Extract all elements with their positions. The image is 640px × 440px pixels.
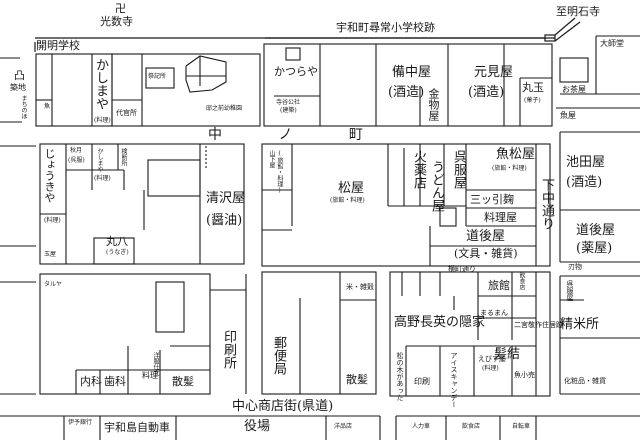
matsuya-label: 松屋 (338, 181, 365, 196)
sanpatsu-label: 散髪 (172, 375, 194, 388)
sanpatsu2-label: 散髪 (346, 373, 368, 386)
yamashitaya-sub-label: (旅館・料理) (276, 150, 283, 194)
dogoya2-sub-label: (薬屋) (576, 241, 613, 256)
marutama-sub-label: (菓子) (524, 97, 541, 104)
sairaiya-label: 祭記所 (148, 73, 167, 80)
ebisuya-label: えびす屋 (478, 355, 506, 363)
uwajima-bus-label: 宇和島自動車 (104, 421, 170, 434)
insatsu-label: 印刷 (414, 377, 430, 386)
kamiyui-label: 髪結 (494, 347, 521, 362)
sakana-label: 魚 (44, 103, 51, 110)
naika-label: 内科 (80, 375, 102, 388)
takanonagahide-label: 高野長英の隠家 (394, 315, 486, 330)
chushin-street-label: 中心商店街(県道) (232, 399, 334, 414)
meirin-school-label: 開明学校 (36, 39, 80, 52)
yubinkyoku-label: 郵便局 (271, 336, 286, 375)
kashimaya2-label: かしまや (96, 148, 103, 172)
yamashitaya-label: 山下屋 (268, 150, 275, 168)
tamaya-label: 玉屋 (44, 251, 57, 258)
bicchuya-sub-label: (酒造) (388, 85, 425, 100)
hamono-label: 刃物 (568, 263, 582, 271)
gofukuya-label: 呉服屋 (451, 150, 466, 189)
yakuba-label: 役場 (244, 419, 271, 434)
ryoriya-label: 料理屋 (484, 211, 517, 224)
keichi-label: 築地 (10, 83, 26, 92)
ryori-label: 料理 (142, 371, 158, 380)
bicchuya-label: 備中屋 (392, 65, 432, 80)
genkenya-sub-label: (酒造) (468, 85, 505, 100)
keshohin-label: 化粧品・雑貨 (564, 377, 606, 385)
dogoya2-label: 道後屋 (576, 223, 616, 238)
temple-manji-symbol: 卍 (115, 2, 126, 15)
taruya-label: タルヤ (44, 281, 63, 288)
uomatsuya-label: 魚松屋 (496, 147, 536, 162)
nakanocho-road-label: 中 ノ 町 (208, 127, 389, 143)
pine-tree-note-label: 松の木があった (396, 352, 404, 401)
jitensha-label: 自転車 (512, 423, 531, 430)
mitsuyakoji-label: 三ッ引麹 (470, 193, 514, 206)
matsuya-sub-label: (旅館・料理) (330, 197, 365, 204)
daishido-label: 大師堂 (600, 39, 624, 48)
akitsuki-sub-label: (呉服) (68, 157, 85, 164)
castle-mark-icon: 凸 (14, 69, 25, 82)
seitakuya-label: 清沢屋 (206, 191, 246, 206)
keichi-sub-label: まちのほ (20, 95, 27, 119)
north-blocks (0, 35, 640, 127)
kindergarten-label: 邸之前幼稚園 (206, 105, 243, 112)
uomatsuya-sub-label: (旅館・料理) (492, 165, 527, 172)
maruhachi-label: 丸八 (106, 235, 128, 248)
kousuji-temple-label: 光数寺 (100, 15, 133, 28)
kayakuten-label: 火薬店 (411, 150, 426, 189)
dogoya-label: 道後屋 (466, 229, 506, 244)
genkenya-label: 元見屋 (474, 65, 514, 80)
teratani-sub-label: (建築) (280, 107, 297, 114)
marumasa-label: まるまん (480, 309, 508, 317)
shimonaka-dori-label: 下中通り (539, 178, 554, 230)
shika-label: 歯科 (104, 375, 126, 388)
bottom-row (0, 415, 640, 440)
akitsuki-label: 秋月 (70, 147, 83, 154)
kome-zakka-label: 米・雑穀 (346, 283, 374, 291)
insatsujo-label: 印刷所 (221, 330, 236, 369)
sawaya-label: 洋品店 (334, 423, 353, 430)
meiseki-temple-label: 至明石寺 (556, 5, 600, 18)
south-blocks (0, 271, 640, 397)
yokomachi-dori-label: 横町通り (448, 265, 476, 273)
udonya-label: うどん屋 (429, 160, 444, 212)
ryofuku-label: 洋服仕立 (152, 352, 159, 376)
ice-candy-label: アイスキャンデー (450, 352, 458, 408)
kimono-shop-label: 呉服屋 (566, 280, 574, 301)
marutama-label: 丸玉 (522, 81, 544, 94)
seimaisho-label: 精米所 (560, 317, 600, 332)
ikedaya-sub-label: (酒造) (566, 175, 603, 190)
dogoya-sub-label: (文具・雑貨) (454, 247, 518, 260)
middle-blocks (0, 131, 640, 267)
inshokuten-label: 飲食店 (518, 272, 525, 290)
maruhachi-sub-label: (うなぎ) (106, 249, 129, 256)
ikedaya-label: 池田屋 (566, 155, 606, 170)
jinrikisha-label: 人力車 (412, 423, 431, 430)
school-site-outline (34, 17, 581, 52)
jiyokiya-label: じょうきや (43, 148, 56, 203)
inshokuten2-label: 飲食店 (462, 423, 481, 430)
school-site-label: 宇和町尋常小学校跡 (336, 21, 435, 34)
kanamonoya-label: 金物屋 (427, 88, 440, 121)
kashimaya2-sub-label: (料理) (94, 175, 111, 182)
ryokan-label: 旅館 (488, 279, 510, 292)
iyo-bank-label: 伊予銀行 (68, 419, 93, 426)
daikansho-label: 代官所 (116, 109, 137, 117)
ninomiya-site-label: 二宮敬作住居跡 (514, 321, 563, 329)
seitakuya-sub-label: (醤油) (206, 213, 243, 228)
uonya-label: 魚小売 (514, 371, 535, 379)
omise-label: お茶屋 (562, 85, 586, 94)
jiyokiya-sub-label: (料理) (44, 217, 61, 224)
kashimaya-sub-label: (料理) (94, 117, 111, 124)
ebisuya-sub-label: (料理) (482, 365, 499, 372)
katsuraya-label: かつらや (274, 65, 318, 78)
kashimaya-label: かしまや (93, 58, 108, 110)
teratani-label: 寺谷公社 (276, 99, 301, 106)
sakanaya-label: 魚屋 (560, 111, 576, 120)
kenseisho-label: 検断所 (120, 148, 127, 166)
